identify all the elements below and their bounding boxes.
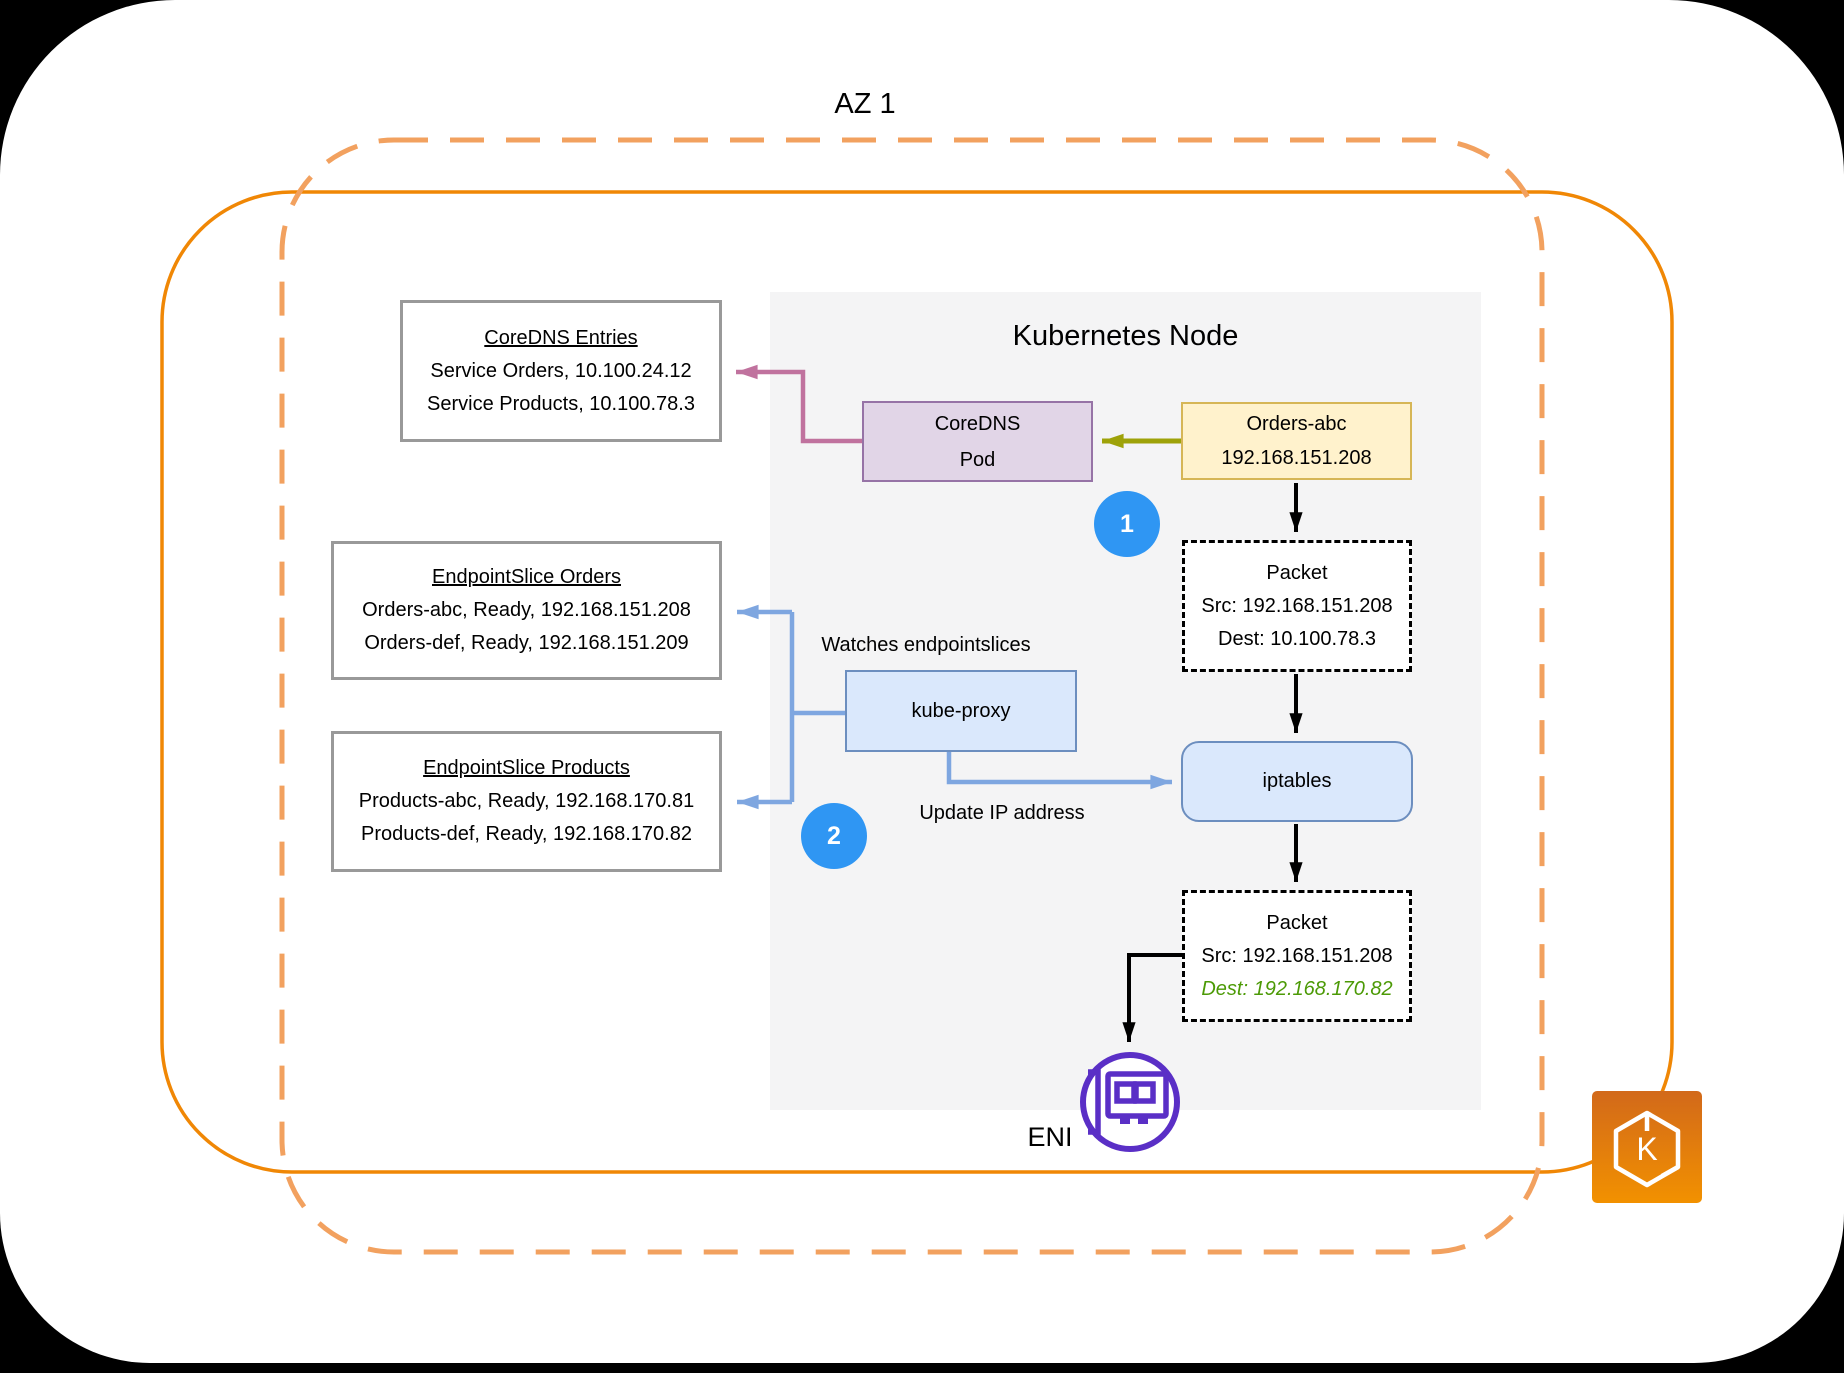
- endpoint-row: Products-def, Ready, 192.168.170.82: [361, 823, 692, 845]
- kube-proxy-label: kube-proxy: [911, 699, 1011, 722]
- coredns-pod-line: CoreDNS: [934, 412, 1021, 435]
- coredns-entry-row: Service Orders, 10.100.24.12: [430, 359, 692, 382]
- packet-after-box: Packet Src: 192.168.151.208 Dest: 192.16…: [1182, 890, 1412, 1022]
- orders-pod-ip: 192.168.151.208: [1221, 447, 1372, 469]
- packet-dest-translated: Dest: 192.168.170.82: [1201, 977, 1393, 1000]
- eni-icon: [1080, 1052, 1180, 1152]
- coredns-pod-line: Pod: [959, 448, 996, 471]
- orders-pod-box: Orders-abc 192.168.151.208: [1181, 402, 1412, 480]
- endpointslice-orders-title: EndpointSlice Orders: [432, 566, 621, 588]
- update-ip-label: Update IP address: [919, 802, 1085, 824]
- iptables-label: iptables: [1262, 770, 1332, 792]
- eks-letter: K: [1636, 1131, 1657, 1167]
- watches-endpointslices-label: Watches endpointslices: [821, 634, 1031, 656]
- packet-src: Src: 192.168.151.208: [1201, 594, 1393, 617]
- endpoint-row: Orders-def, Ready, 192.168.151.209: [364, 632, 689, 654]
- endpoint-row: Products-abc, Ready, 192.168.170.81: [358, 790, 695, 812]
- arrow-kubeproxy-to-iptables: [946, 752, 1172, 790]
- packet-src: Src: 192.168.151.208: [1201, 944, 1393, 967]
- endpointslice-orders-box: EndpointSlice Orders Orders-abc, Ready, …: [331, 541, 722, 680]
- kube-proxy-box: kube-proxy: [845, 670, 1077, 752]
- iptables-box: iptables: [1181, 741, 1413, 822]
- coredns-entries-title: CoreDNS Entries: [484, 326, 638, 349]
- az-label: AZ 1: [834, 88, 896, 120]
- endpoint-row: Orders-abc, Ready, 192.168.151.208: [362, 599, 691, 621]
- eni-label: ENI: [1027, 1122, 1073, 1152]
- endpointslice-products-box: EndpointSlice Products Products-abc, Rea…: [331, 731, 722, 872]
- orders-pod-name: Orders-abc: [1246, 413, 1347, 435]
- kubernetes-node-title: Kubernetes Node: [1012, 320, 1239, 352]
- packet-before-box: Packet Src: 192.168.151.208 Dest: 10.100…: [1182, 540, 1412, 672]
- step-badge-1: 1: [1094, 491, 1160, 557]
- endpointslice-products-title: EndpointSlice Products: [423, 757, 630, 779]
- coredns-entries-box: CoreDNS Entries Service Orders, 10.100.2…: [400, 300, 722, 442]
- packet-title: Packet: [1266, 561, 1328, 584]
- coredns-entry-row: Service Products, 10.100.78.3: [427, 392, 695, 415]
- packet-dest: Dest: 10.100.78.3: [1218, 627, 1376, 650]
- packet-title: Packet: [1266, 911, 1328, 934]
- eks-icon: K: [1592, 1091, 1702, 1203]
- coredns-pod-box: CoreDNS Pod: [862, 401, 1093, 482]
- connector-kubeproxy-watch: [789, 612, 845, 802]
- arrow-coredns-to-entries: [736, 364, 862, 444]
- step-badge-2: 2: [801, 803, 867, 869]
- vpc-boundary: [160, 190, 1674, 1174]
- az-boundary: [279, 137, 1545, 1255]
- arrow-packet-to-eni: [1122, 953, 1182, 1042]
